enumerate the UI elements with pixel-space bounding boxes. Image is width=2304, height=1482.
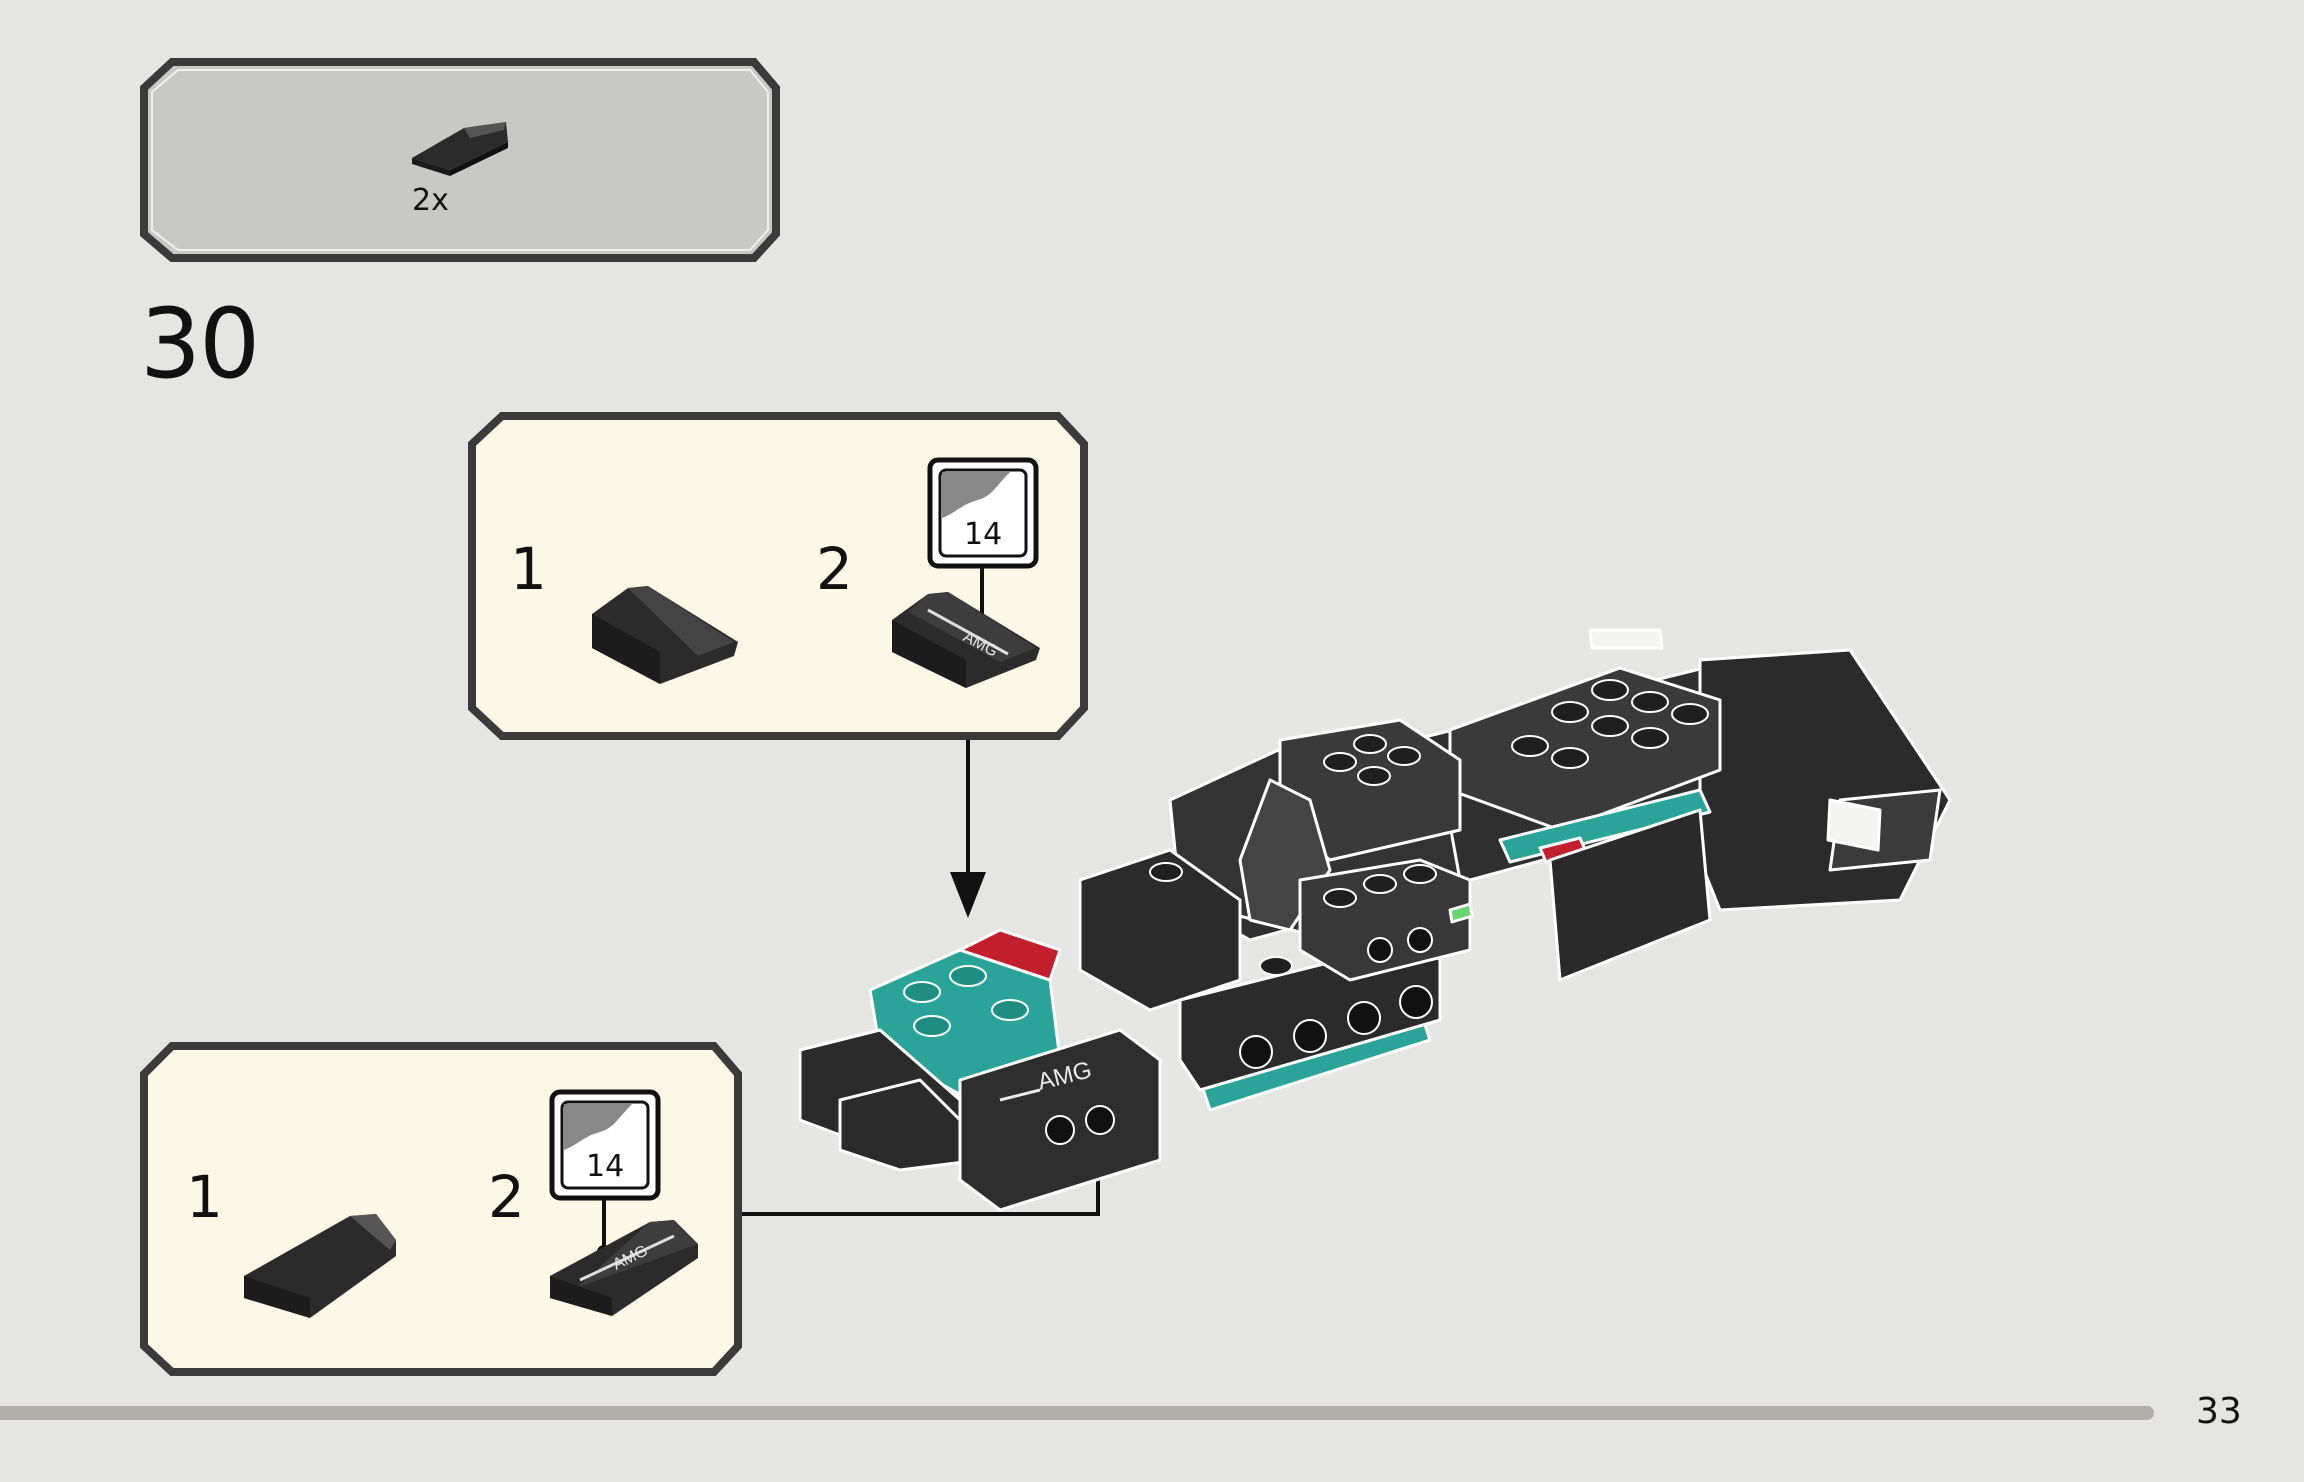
substep-number: 1 [510,535,547,603]
arrow-down-icon [950,872,986,918]
substep-number: 1 [186,1163,223,1231]
sticker-icon [549,1089,661,1201]
printed-slope-amg-icon: AMG [892,592,1040,688]
substep-number: 2 [816,535,853,603]
page-footer-bar [0,1406,2154,1420]
parts-quantity: 2x [412,183,449,218]
page-number: 33 [2196,1391,2242,1432]
slope-brick-icon [592,586,738,684]
printed-slope-amg-icon: AMG [550,1220,698,1316]
sticker-icon [927,457,1039,569]
slope-brick-icon [244,1214,396,1318]
sticker-number: 14 [586,1149,625,1184]
substep-number: 2 [488,1163,525,1231]
step-number: 30 [140,288,260,400]
slope-brick-icon [412,122,508,176]
sticker-number: 14 [964,517,1003,552]
